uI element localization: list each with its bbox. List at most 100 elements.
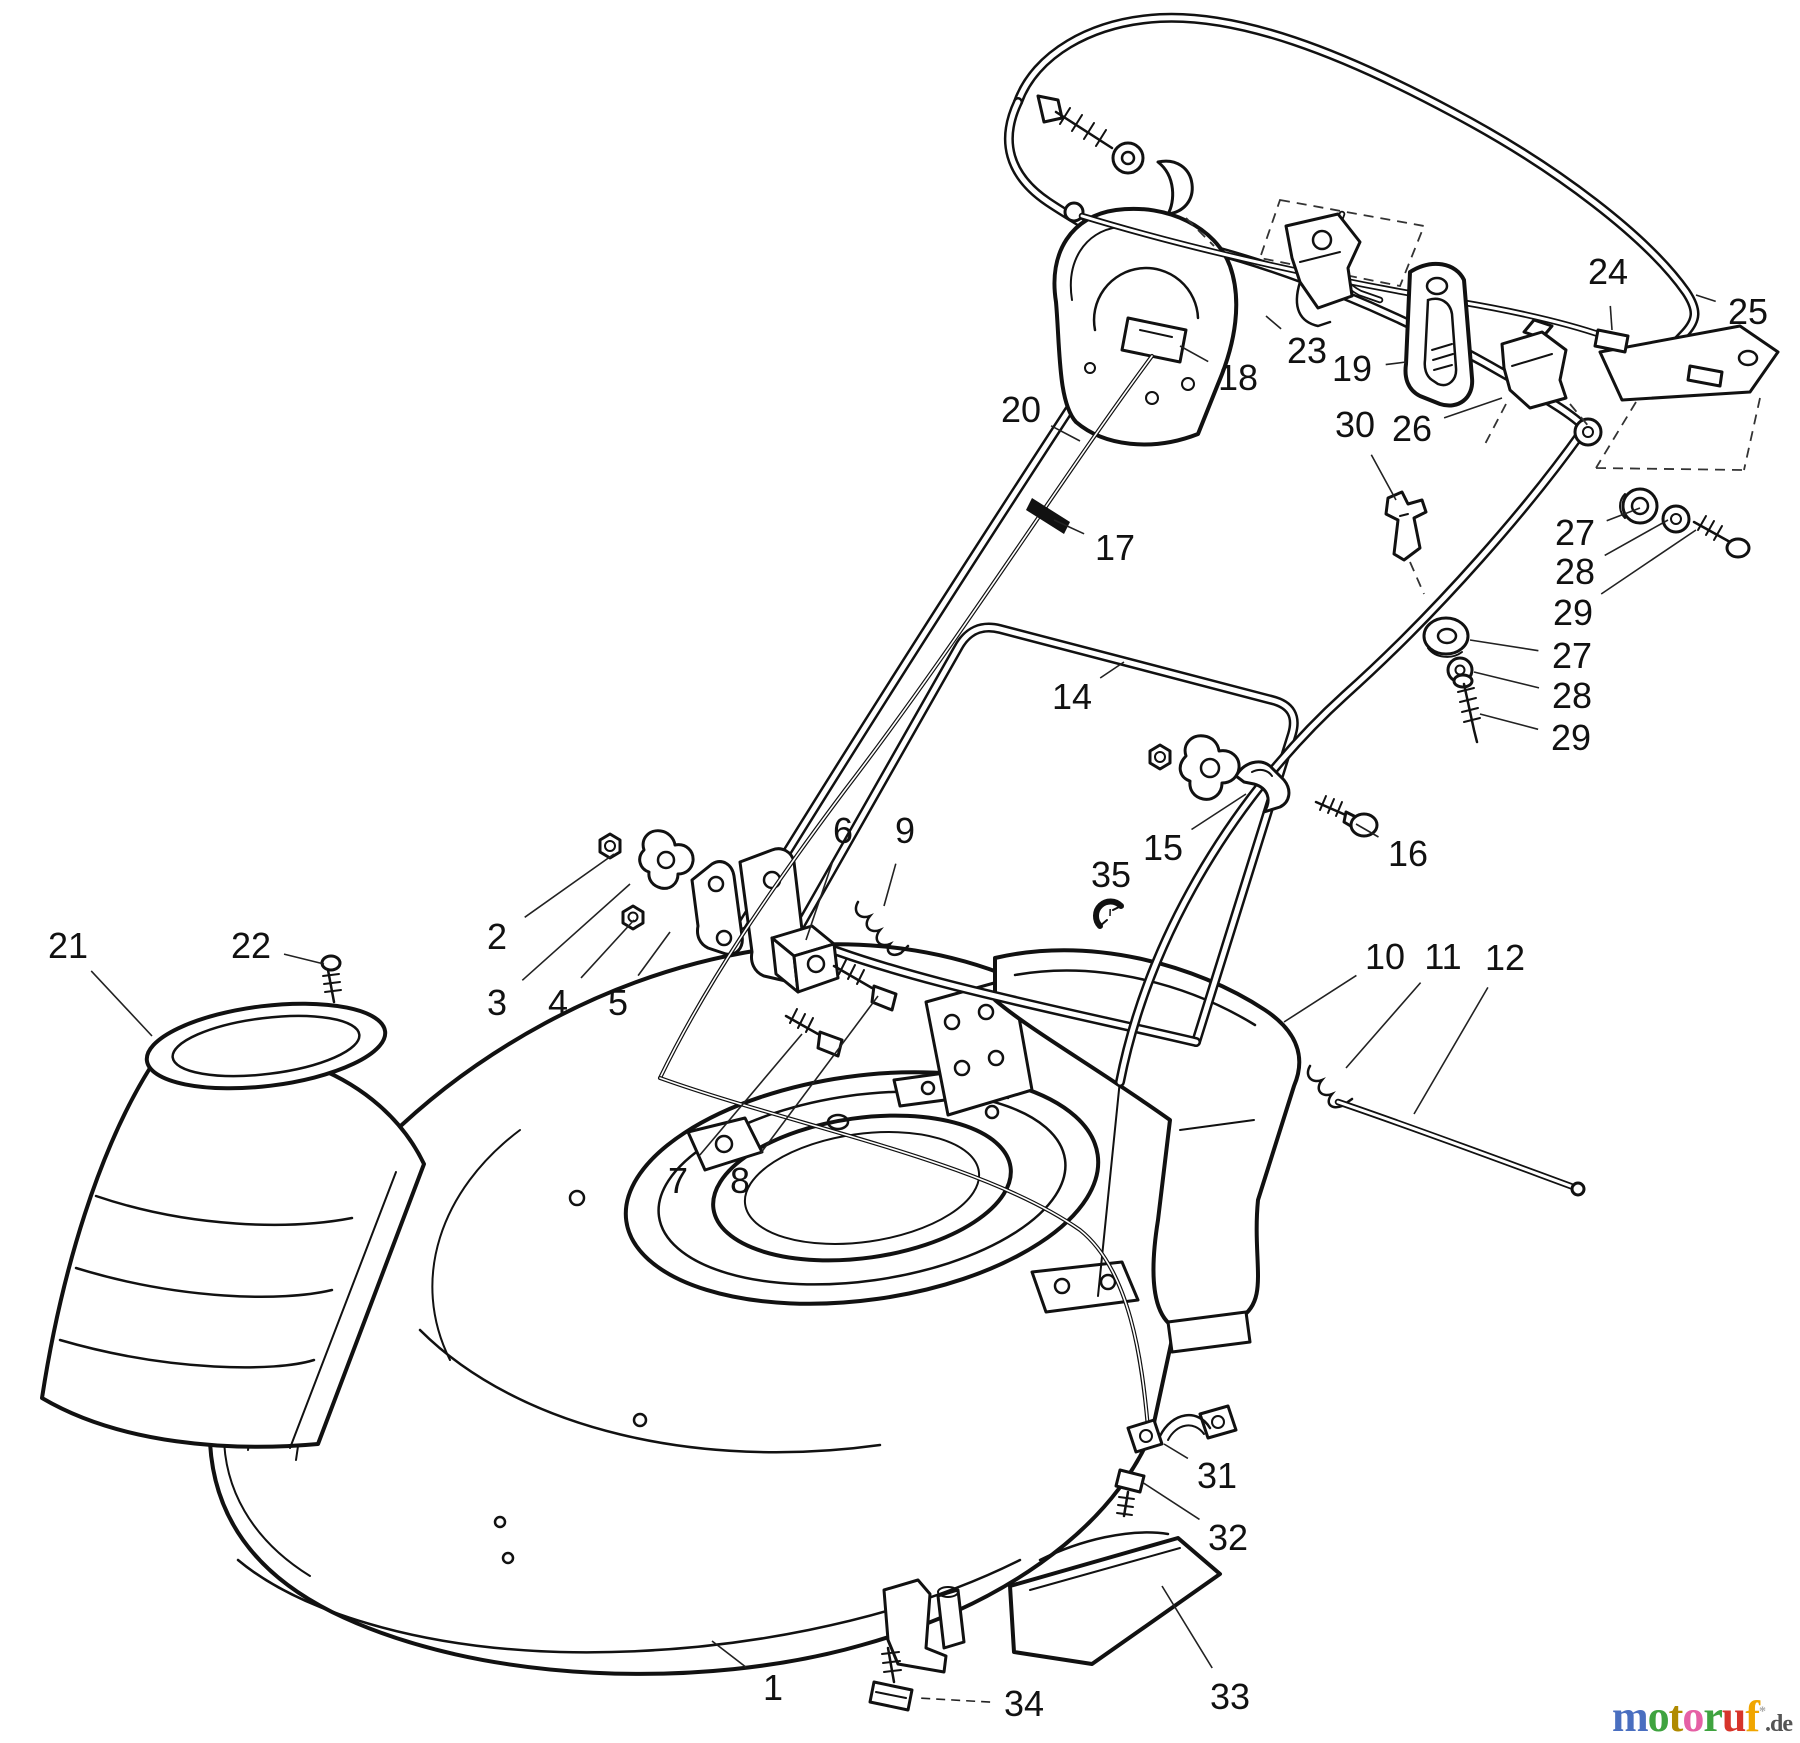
leader-line-part-22	[283, 953, 325, 965]
leader-line-part-27	[1606, 507, 1641, 522]
upper-handle-loop	[790, 622, 1299, 1047]
watermark-letter: r	[1703, 1692, 1723, 1741]
leader-line-part-16	[1355, 823, 1379, 838]
part-number-28: 28	[1552, 675, 1592, 716]
watermark-letter: t	[1668, 1692, 1684, 1741]
leader-line-part-19	[1385, 361, 1407, 366]
lower-handle-right-leg	[1115, 427, 1587, 1087]
leader-line-part-3	[521, 883, 631, 981]
cup-washer	[1156, 159, 1194, 216]
chute-screw	[320, 954, 342, 1004]
leader-line-part-15	[1191, 793, 1247, 831]
part-number-5: 5	[608, 982, 628, 1023]
part-number-11: 11	[1424, 936, 1461, 977]
part-number-31: 31	[1197, 1455, 1237, 1496]
part-number-10: 10	[1365, 936, 1405, 977]
leader-line-part-21	[90, 970, 153, 1037]
leader-line-part-34	[917, 1697, 991, 1703]
part-number-28: 28	[1555, 551, 1595, 592]
part-number-29: 29	[1551, 717, 1591, 758]
part-number-33: 33	[1210, 1676, 1250, 1717]
wing-knob	[1178, 734, 1241, 801]
deflector-bolt	[868, 1646, 914, 1712]
carriage-bolt	[1314, 795, 1379, 838]
rod-pin	[1593, 328, 1630, 354]
leader-line-part-8	[759, 995, 879, 1155]
part-number-26: 26	[1392, 408, 1432, 449]
part-number-29: 29	[1553, 592, 1593, 633]
leader-line-part-9	[883, 863, 897, 907]
leader-line-part-17	[1053, 519, 1085, 535]
part-number-15: 15	[1143, 827, 1183, 868]
part-number-20: 20	[1001, 389, 1041, 430]
bail-handle	[1003, 12, 1780, 402]
watermark-letter: o	[1647, 1692, 1670, 1741]
part-number-27: 27	[1552, 635, 1592, 676]
part-number-8: 8	[730, 1160, 750, 1201]
leader-line-part-28	[1604, 519, 1669, 557]
leader-line-part-14	[1099, 661, 1125, 679]
control-cable	[658, 354, 1154, 1430]
motoruf-watermark: motoruf*.de	[1612, 1692, 1793, 1741]
pivot-rod	[1334, 1098, 1586, 1197]
leader-line-part-26	[1443, 397, 1503, 419]
artwork	[40, 12, 1780, 1712]
part-number-24: 24	[1588, 251, 1628, 292]
watermark-suffix: .de	[1765, 1711, 1793, 1737]
housing-screw-washer-set	[1036, 94, 1215, 247]
part-number-14: 14	[1052, 676, 1092, 717]
mount-bolts	[784, 959, 898, 1058]
latch-clip	[1234, 760, 1291, 814]
leader-line-part-30	[1370, 454, 1397, 501]
c-clip	[1093, 898, 1124, 929]
control-housing	[1052, 206, 1239, 447]
wing-knob	[638, 829, 695, 890]
leader-line-part-12	[1413, 986, 1489, 1115]
part-number-25: 25	[1728, 291, 1768, 332]
bail-foot-bracket	[1598, 324, 1780, 402]
leader-line-part-29	[1479, 713, 1539, 731]
part-number-27: 27	[1555, 512, 1595, 553]
watermark-letter: o	[1682, 1692, 1704, 1741]
deflector-plate	[882, 1531, 1222, 1674]
leader-line-part-24	[1609, 305, 1613, 331]
cable-tie	[1026, 498, 1070, 534]
leader-line-part-33	[1161, 1585, 1213, 1669]
handle-clamp-rear	[1483, 318, 1591, 447]
leader-line-part-32	[1141, 1481, 1200, 1521]
part-number-12: 12	[1485, 937, 1525, 978]
rear-cover	[993, 948, 1302, 1354]
mower-deck	[207, 942, 1200, 1676]
part-number-30: 30	[1335, 404, 1375, 445]
cable-guide-grip	[1403, 261, 1475, 408]
part-number-3: 3	[487, 982, 507, 1023]
part-number-16: 16	[1388, 833, 1428, 874]
lower-handle-left-leg	[737, 327, 1125, 930]
leader-line-part-5	[637, 931, 671, 977]
part-number-35: 35	[1091, 854, 1131, 895]
part-number-23: 23	[1287, 330, 1327, 371]
watermark-letter: u	[1721, 1692, 1747, 1741]
leader-line-part-1	[711, 1640, 747, 1668]
leader-line-part-23	[1265, 315, 1282, 330]
leader-line-part-31	[1163, 1443, 1189, 1460]
torsion-spring	[1306, 1064, 1354, 1109]
pivot-washer-set-upper	[1595, 397, 1761, 559]
cable-clamp-front	[1258, 198, 1426, 328]
discharge-chute	[40, 1001, 426, 1449]
part-number-4: 4	[548, 982, 568, 1023]
part-number-18: 18	[1218, 357, 1258, 398]
cable-clip	[1384, 490, 1428, 595]
part-number-7: 7	[668, 1160, 688, 1201]
leader-line-part-28	[1473, 671, 1540, 689]
pivot-washer-set-lower	[1422, 616, 1481, 744]
leader-line-part-11	[1345, 982, 1422, 1069]
leader-line-part-18	[1179, 345, 1209, 363]
leader-line-part-25	[1695, 294, 1716, 303]
watermark-word: motoruf	[1612, 1692, 1760, 1741]
leader-line-part-4	[580, 919, 635, 979]
part-number-32: 32	[1208, 1517, 1248, 1558]
part-number-1: 1	[763, 1667, 783, 1708]
